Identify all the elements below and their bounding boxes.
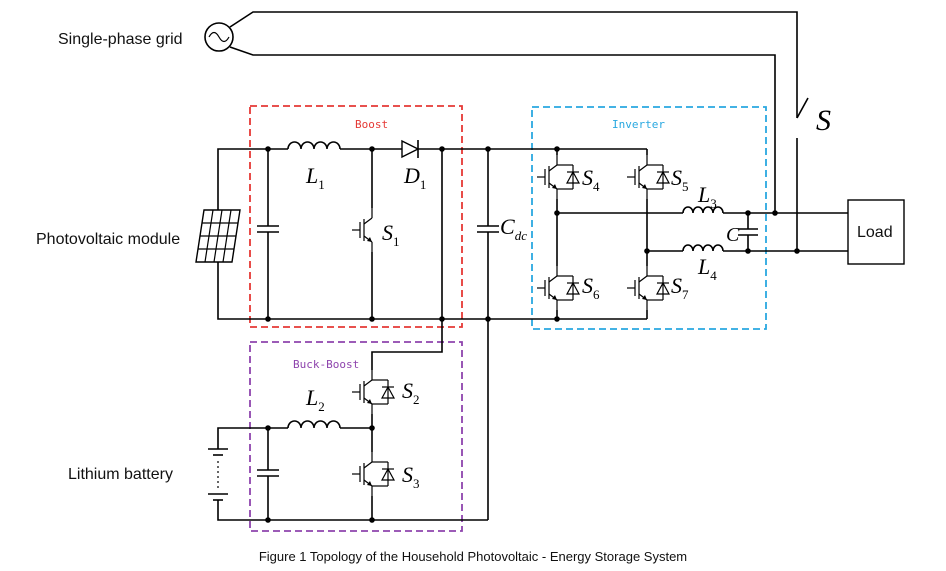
inverter-box xyxy=(531,106,767,330)
pv-panel-icon xyxy=(195,209,241,263)
c-label: C xyxy=(726,224,740,246)
figure-caption: Figure 1 Topology of the Household Photo… xyxy=(259,549,687,564)
l2-label: L2 xyxy=(305,385,325,414)
grid-label: Single-phase grid xyxy=(58,31,183,48)
buckboost-label: Buck-Boost xyxy=(293,358,359,371)
s6-label: S6 xyxy=(582,273,600,302)
cdc-label: Cdc xyxy=(500,214,527,243)
s7-label: S7 xyxy=(671,273,689,302)
d1-label: D1 xyxy=(403,163,426,192)
inductor-l3 xyxy=(682,206,724,214)
switch-s1 xyxy=(351,207,373,253)
switch-s3 xyxy=(351,451,395,497)
switch-s5 xyxy=(626,154,670,200)
s3-label: S3 xyxy=(402,462,420,491)
inductor-l4 xyxy=(682,244,724,252)
switch-s4 xyxy=(536,154,580,200)
battery-label: Lithium battery xyxy=(68,466,173,483)
battery-icon xyxy=(208,448,228,501)
switch-s2 xyxy=(351,369,395,415)
s1-label: S1 xyxy=(382,220,400,249)
inductor-l1 xyxy=(287,141,341,150)
switch-s7 xyxy=(626,265,670,311)
l1-label: L1 xyxy=(305,163,325,192)
s4-label: S4 xyxy=(582,165,600,194)
inductor-l2 xyxy=(287,420,341,429)
l4-label: L4 xyxy=(697,254,717,283)
boost-label: Boost xyxy=(355,118,388,131)
diode-d1 xyxy=(401,139,420,159)
s5-label: S5 xyxy=(671,165,689,194)
pv-label: Photovoltaic module xyxy=(36,231,180,248)
load-box xyxy=(847,199,905,265)
l3-label: L3 xyxy=(697,182,717,211)
switch-label: S xyxy=(816,104,831,137)
load-label: Load xyxy=(857,224,893,241)
grid-switch xyxy=(796,97,809,251)
boost-box xyxy=(249,105,463,328)
switch-s6 xyxy=(536,265,580,311)
s2-label: S2 xyxy=(402,378,420,407)
ac-source-icon xyxy=(204,22,234,52)
buckboost-box xyxy=(249,341,463,532)
inverter-label: Inverter xyxy=(612,118,665,131)
